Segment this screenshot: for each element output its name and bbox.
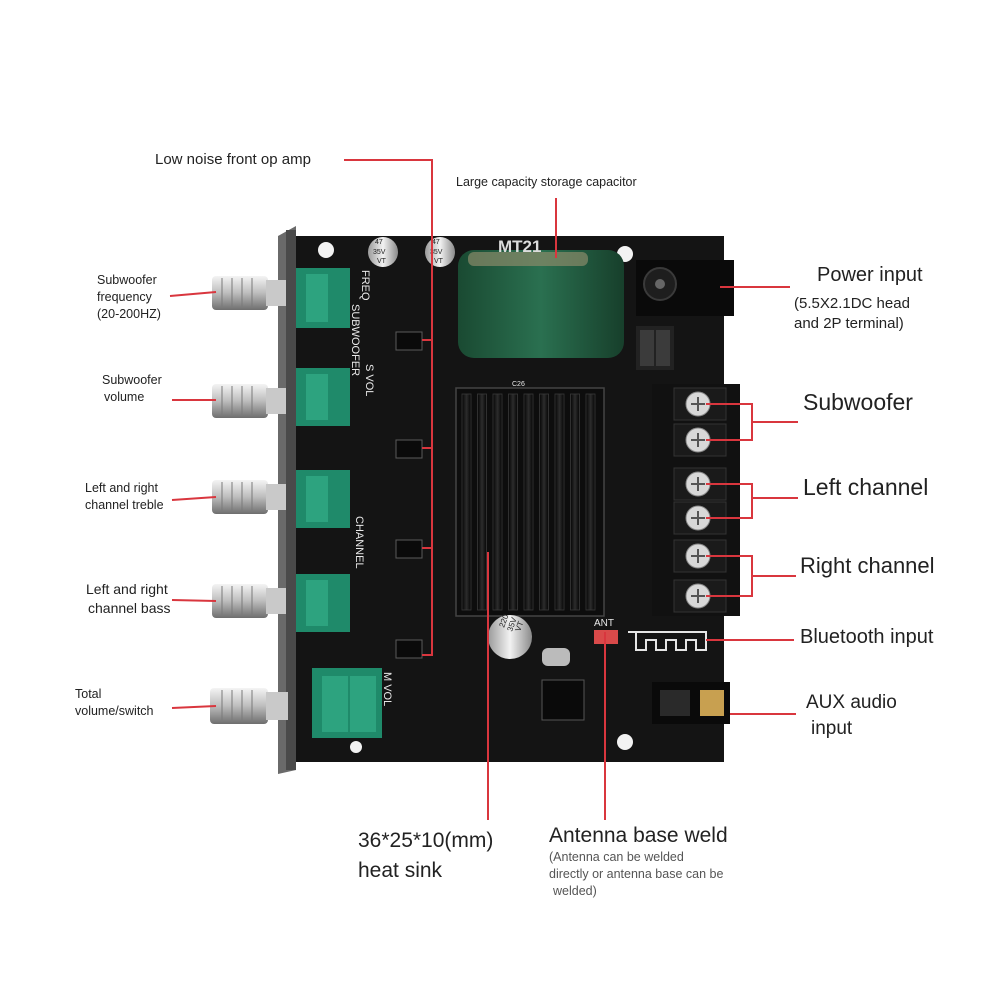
- label-sub-vol-line2: volume: [104, 389, 145, 404]
- heatsink-fin: [508, 393, 518, 611]
- label-op-amp: Low noise front op amp: [155, 151, 311, 168]
- label-total-vol-line1: Total: [75, 687, 102, 701]
- silk-subwoofer: SUBWOOFER: [349, 304, 361, 376]
- label-heatsink: 36*25*10(mm) heat sink: [358, 826, 493, 887]
- pointer-lines: [169, 159, 798, 820]
- heatsink-fin: [477, 393, 487, 611]
- label-left-channel: Left channel: [803, 474, 929, 500]
- heatsink-fin: [523, 393, 534, 611]
- op-amp-chips: [395, 331, 423, 659]
- cap220-value: 220: [497, 613, 510, 629]
- label-heatsink-line1: 36*25*10(mm): [358, 829, 494, 852]
- pointer-sub-freq: [169, 291, 217, 297]
- pot-sub-vol: [212, 368, 350, 426]
- cap1-value: 47: [375, 239, 383, 246]
- cap1-voltage: 35V: [373, 249, 386, 256]
- mounting-hole: [350, 741, 362, 753]
- label-sub-freq: Subwoofer frequency (20-200HZ): [97, 272, 161, 323]
- label-treble-line2: channel treble: [85, 497, 164, 512]
- label-aux-line2: input: [811, 717, 853, 739]
- pot-treble: [212, 470, 350, 528]
- pointer-bass: [171, 599, 217, 602]
- silk-freq: FREQ: [359, 270, 371, 301]
- label-treble-line1: Left and right: [85, 481, 158, 495]
- label-subwoofer-out: Subwoofer: [803, 389, 913, 415]
- mounting-hole: [318, 242, 334, 258]
- heatsink-fin: [461, 393, 472, 611]
- label-bass: Left and right channel bass: [86, 580, 171, 618]
- dc-power-jack: [636, 260, 734, 316]
- label-aux-input: AUX audio input: [806, 690, 897, 741]
- label-antenna-note-line3: welded): [553, 883, 597, 898]
- knob-ridges: [221, 278, 253, 722]
- cap1-brand: VT: [377, 258, 387, 265]
- label-treble: Left and right channel treble: [85, 480, 164, 514]
- heatsink-fin: [554, 393, 565, 611]
- label-total-vol: Total volume/switch: [75, 686, 154, 720]
- label-power-note-line1: (5.5X2.1DC head: [794, 295, 910, 312]
- label-sub-freq-line1: Subwoofer: [97, 273, 157, 287]
- label-power-note: (5.5X2.1DC head and 2P terminal): [794, 294, 910, 335]
- pot-bass: [212, 574, 350, 632]
- silk-svol: S VOL: [363, 364, 375, 396]
- label-total-vol-line2: volume/switch: [75, 703, 154, 718]
- cap2-value: 47: [432, 239, 440, 246]
- pointer-treble: [171, 496, 217, 501]
- label-antenna-note: (Antenna can be welded directly or anten…: [549, 849, 723, 900]
- label-antenna-note-line1: (Antenna can be welded: [549, 850, 684, 864]
- label-right-channel: Right channel: [800, 553, 935, 578]
- label-storage-capacitor: Large capacity storage capacitor: [456, 175, 637, 189]
- heat-sink: [455, 387, 605, 617]
- pot-sub-freq: [212, 268, 350, 328]
- silk-mvol: M VOL: [381, 672, 393, 706]
- power-terminal-2p: [636, 326, 674, 370]
- bluetooth-antenna-trace: [628, 631, 707, 651]
- front-panel-face: [286, 230, 296, 770]
- label-sub-freq-line2: frequency: [97, 289, 152, 304]
- storage-capacitor: [458, 250, 624, 358]
- cap2-voltage: 35V: [430, 249, 443, 256]
- ant-silk: ANT: [594, 618, 614, 629]
- label-heatsink-line2: heat sink: [358, 859, 443, 883]
- label-antenna-note-line2: directly or antenna base can be: [549, 866, 724, 881]
- terminal-screw: [673, 467, 727, 501]
- small-capacitor-1: [368, 237, 398, 267]
- silk-channel: CHANNEL: [353, 516, 365, 569]
- bluetooth-chip: [541, 679, 585, 721]
- label-power-input: Power input: [817, 264, 923, 286]
- pointer-op-amp: [344, 159, 433, 656]
- label-sub-vol-line1: Subwoofer: [102, 373, 162, 387]
- label-antenna: Antenna base weld: [549, 824, 728, 847]
- label-bass-line2: channel bass: [88, 599, 171, 616]
- pointer-left-out: [706, 483, 753, 519]
- heatsink-fin: [492, 393, 503, 611]
- terminal-screw: [673, 501, 727, 535]
- mounting-hole: [617, 734, 633, 750]
- heatsink-fin: [585, 393, 596, 611]
- capacitor-220uf: [488, 615, 532, 659]
- cap2-brand: VT: [434, 258, 444, 265]
- label-power-note-line2: and 2P terminal): [794, 315, 904, 333]
- heatsink-silk: C26: [512, 381, 525, 388]
- label-sub-freq-line3: (20-200HZ): [97, 306, 161, 321]
- pot-master: [210, 668, 382, 738]
- pointer-total-vol: [171, 705, 217, 709]
- heatsink-fin: [570, 393, 580, 611]
- cap220-brand: VT: [513, 620, 525, 633]
- crystal-oscillator: [542, 648, 570, 666]
- silkscreen: MT21 C26 ANT FREQ SUBWOOFER S VOL CHANNE…: [349, 237, 614, 706]
- aux-jack: [652, 682, 730, 724]
- heatsink-fin: [539, 393, 549, 611]
- label-bluetooth-input: Bluetooth input: [800, 626, 934, 648]
- label-aux-line1: AUX audio: [806, 692, 897, 713]
- label-sub-vol: Subwoofer volume: [102, 372, 162, 406]
- speaker-terminal-block: [652, 384, 740, 616]
- board-model-text: MT21: [498, 237, 541, 256]
- label-bass-line1: Left and right: [86, 581, 168, 597]
